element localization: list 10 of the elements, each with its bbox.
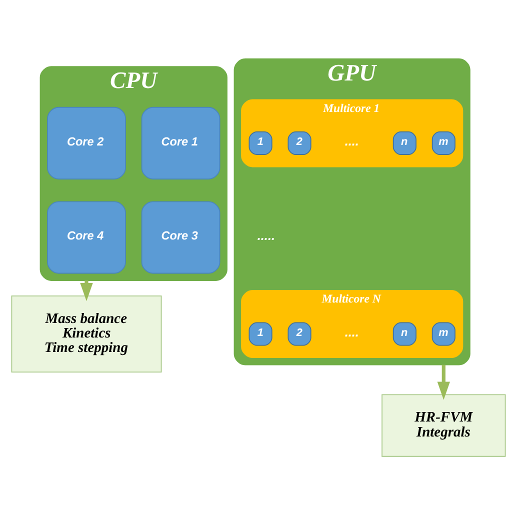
label: .... <box>344 134 359 149</box>
node-box: Core 2 <box>47 106 126 180</box>
node-box: Mass balance Kinetics Time stepping <box>11 295 162 373</box>
node-box: Core 4 <box>47 201 126 274</box>
node-box: HR-FVM Integrals <box>382 394 506 457</box>
label: ..... <box>257 228 275 243</box>
arrow <box>437 364 450 400</box>
label: .... <box>344 325 359 340</box>
node-box: Core 1 <box>141 106 220 180</box>
node-box: Core 3 <box>141 201 220 274</box>
